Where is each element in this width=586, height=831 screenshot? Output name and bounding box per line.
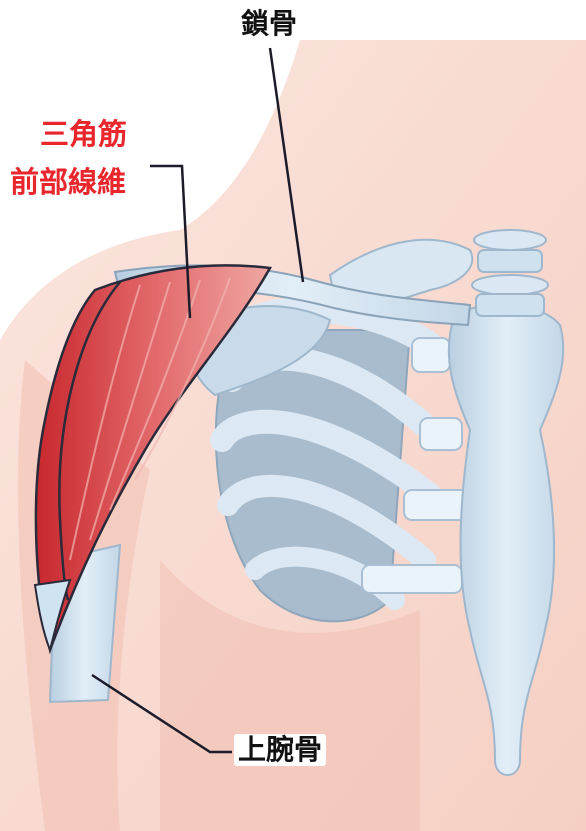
humerus-label: 上腕骨	[234, 734, 326, 766]
clavicle-label: 鎖骨	[241, 10, 297, 38]
deltoid-label-line2: 前部線維	[10, 168, 126, 197]
deltoid-label-line1: 三角筋	[40, 120, 127, 149]
